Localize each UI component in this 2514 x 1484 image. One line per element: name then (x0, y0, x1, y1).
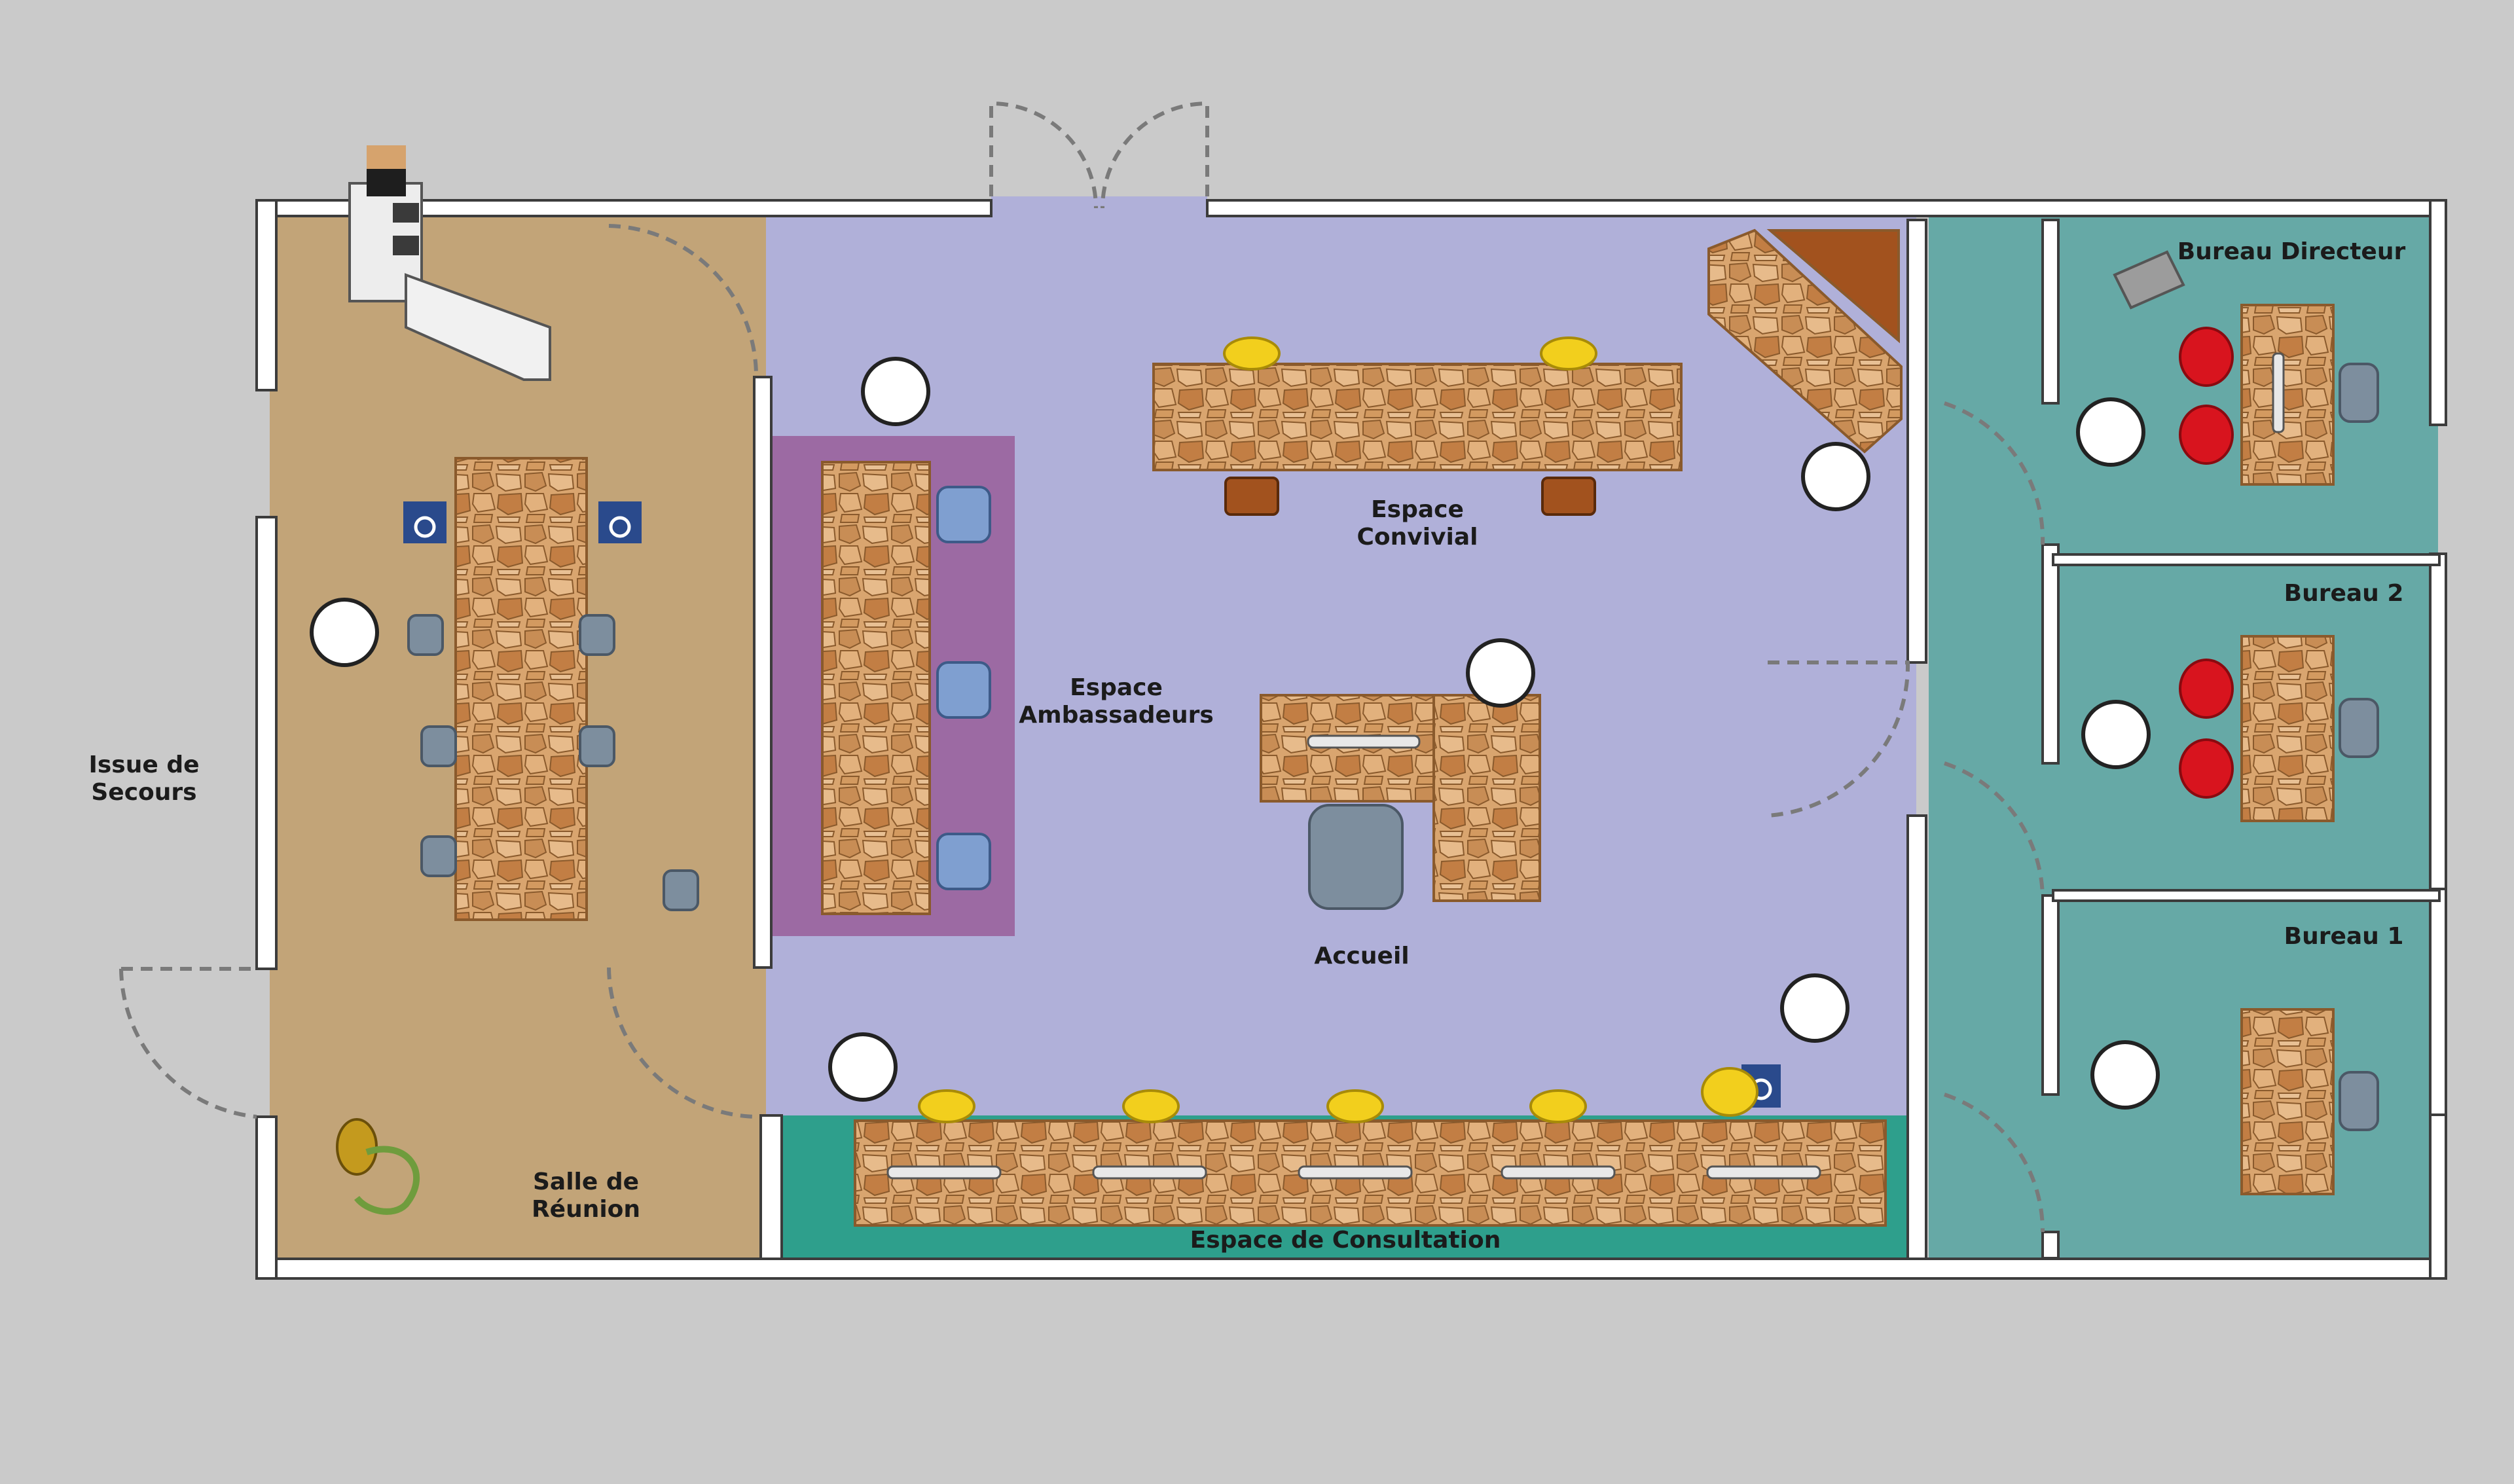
marker-icon (310, 598, 379, 667)
furniture-tables (454, 304, 2335, 1227)
chair-icon (936, 486, 991, 543)
marker-icon (1801, 442, 1870, 511)
marker-icon (828, 1032, 898, 1102)
label-consultation: Espace de Consultation (1190, 1227, 1501, 1254)
marker-icon (2090, 1040, 2160, 1110)
trash-bin-icon (2113, 250, 2185, 310)
wall-office-inner-2 (2041, 543, 2060, 765)
armchair-icon (2179, 405, 2234, 465)
wall-left-bottom (255, 1115, 278, 1280)
stool-icon (1224, 477, 1279, 516)
wall-office2-bottom (2052, 889, 2441, 902)
office2-desk (2240, 635, 2335, 822)
chair-icon (936, 833, 991, 890)
entrance-floor (991, 196, 1207, 223)
wall-office-inner-4 (2041, 1231, 2060, 1259)
door-swing-icon (119, 101, 2045, 1233)
chair-icon (2339, 1071, 2379, 1131)
computer-monitor-icon (2272, 352, 2285, 433)
bookshelf-icon (1707, 228, 1903, 454)
stool-icon (1223, 336, 1281, 371)
stool-icon (1122, 1089, 1180, 1123)
computer-monitor-icon (886, 1165, 1002, 1180)
label-ambassadors: Espace Ambassadeurs (1019, 674, 1214, 729)
marker-icon (2076, 397, 2145, 467)
wall-bottom (255, 1258, 2447, 1280)
wall-left-top (255, 199, 278, 391)
director-desk (2240, 304, 2335, 486)
label-director-office: Bureau Directeur (2177, 238, 2406, 265)
chair-icon (2339, 698, 2379, 758)
walls (255, 199, 2447, 1280)
wall-director-bottom (2052, 553, 2441, 566)
wall-right-3 (2429, 888, 2447, 1116)
wall-top-right (1206, 199, 2447, 217)
label-office-2: Bureau 2 (2284, 580, 2404, 607)
computer-monitor-icon (1307, 734, 1421, 749)
wall-meeting-bottom (759, 1114, 783, 1260)
wall-right (2429, 199, 2447, 426)
monitors (886, 352, 2285, 1180)
filing-cabinet-icon (348, 145, 551, 381)
chair-icon (420, 725, 457, 767)
stool-icon (1541, 477, 1596, 516)
computer-monitor-icon (1706, 1165, 1821, 1180)
marker-icon (2081, 700, 2151, 769)
chair-icon (2339, 363, 2379, 423)
stool-icon (1326, 1089, 1384, 1123)
chair-icon (1308, 804, 1404, 910)
office1-desk (2240, 1008, 2335, 1195)
wall-offices-top (1906, 219, 1927, 664)
armchair-icon (2179, 327, 2234, 387)
convivial-table (1152, 363, 1683, 471)
label-reception: Accueil (1314, 943, 1410, 969)
armchair-icon (2179, 738, 2234, 799)
wall-offices-bottom (1906, 814, 1927, 1260)
computer-monitor-icon (1501, 1165, 1616, 1180)
stool-icon (1529, 1089, 1587, 1123)
computer-monitor-icon (1092, 1165, 1207, 1180)
reception-desk-return (1432, 694, 1541, 902)
ambassadors-table (821, 461, 931, 915)
chairs (407, 327, 2379, 1131)
wall-office-inner-3 (2041, 894, 2060, 1096)
label-meeting-room: Salle de Réunion (531, 1168, 641, 1223)
wall-office-inner-1 (2041, 219, 2060, 405)
marker-icon (861, 357, 930, 426)
chair-icon (579, 725, 615, 767)
wall-right-4 (2429, 1113, 2447, 1280)
meeting-table (454, 457, 588, 921)
chair-icon (579, 614, 615, 656)
chair-icon (420, 835, 457, 877)
stool-icon (1701, 1067, 1758, 1117)
computer-monitor-icon (1298, 1165, 1413, 1180)
label-convivial: Espace Convivial (1357, 496, 1478, 551)
chair-icon (407, 614, 444, 656)
marker-icon (1466, 638, 1535, 708)
chair-icon (663, 869, 699, 911)
label-office-1: Bureau 1 (2284, 923, 2404, 950)
wall-left-mid (255, 516, 278, 970)
sensor-markers (310, 357, 2160, 1110)
wall-right-2 (2429, 552, 2447, 892)
label-emergency-exit: Issue de Secours (88, 751, 200, 806)
stool-icon (1540, 336, 1597, 371)
plant-pot-icon (336, 1118, 420, 1215)
wall-meeting-top (753, 376, 773, 969)
stool-icon (918, 1089, 975, 1123)
armchair-icon (2179, 659, 2234, 719)
chair-icon (936, 661, 991, 719)
marker-icon (1780, 973, 1849, 1043)
